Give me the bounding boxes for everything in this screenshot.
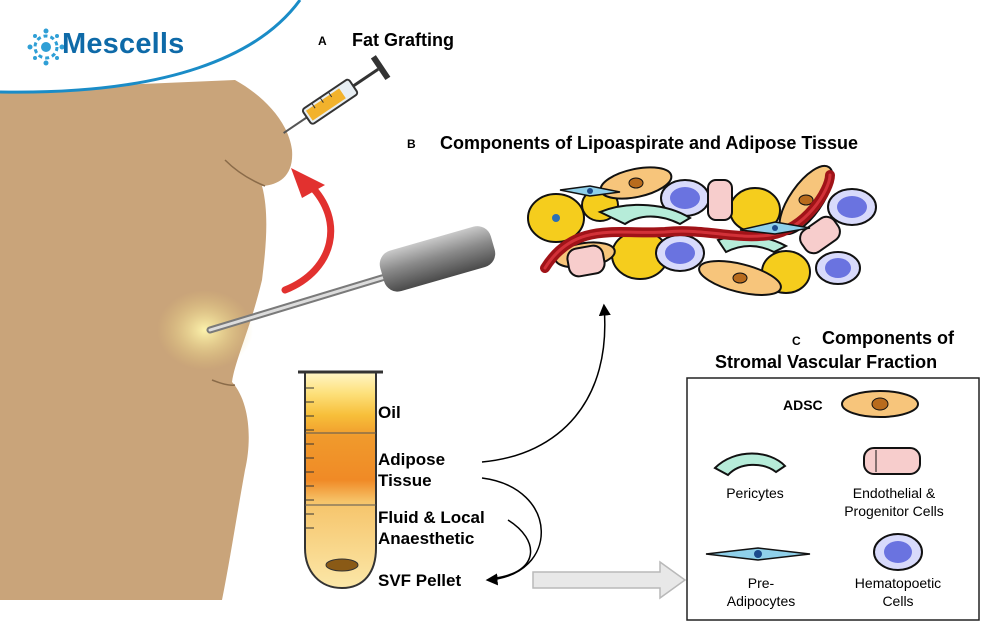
cell-cluster-logo [27,28,65,66]
pellet-to-svf-arrow [532,560,687,600]
panel-a-title: Fat Grafting [352,30,454,50]
adipose-to-pellet-arrow [481,477,542,586]
panel-c-letter: C [792,334,801,348]
panel-c-title-line1: Components of [822,328,954,348]
syringe-icon [283,55,391,134]
tube-label-fluid-1: Fluid & Local [378,508,485,527]
panel-c-title-line2: Stromal Vascular Fraction [715,352,938,372]
hip-fold-line [211,379,236,386]
tube-label-pellet: SVF Pellet [378,571,462,590]
transfer-arrowhead [291,168,325,198]
test-tube [298,370,383,590]
panel-a-letter: A [318,34,327,48]
legend-preadipocytes-label-1: Pre- [747,575,775,591]
brand-swoosh-edge [0,0,302,94]
transfer-arrow [281,181,335,294]
legend-endothelial-icon [863,447,921,475]
brand-swoosh [0,0,300,93]
legend-pericytes-label: Pericytes [726,485,784,501]
legend-pericyte-icon [713,452,787,477]
legend-hematopoetic-label-2: Cells [882,593,914,609]
tube-label-adipose-2: Tissue [378,471,432,490]
preadipocyte-cells [559,185,811,235]
legend-preadipocyte-icon [705,547,811,561]
legend-endothelial-label-2: Progenitor Cells [844,503,944,519]
fluid-to-pellet-arrow [494,519,532,579]
legend-adsc-icon [841,390,919,418]
tube-label-fluid-2: Anaesthetic [378,529,475,548]
tissue-cluster [527,164,877,296]
brand-logo: Mescells [26,28,185,61]
svf-pellet [325,558,359,572]
panel-b-title: Components of Lipoaspirate and Adipose T… [440,133,859,153]
tube-label-adipose-1: Adipose [378,450,446,469]
legend-preadipocytes-label-2: Adipocytes [726,593,796,609]
hematopoetic-cells [655,179,877,285]
cannula-handle [379,226,496,292]
brand-icon-spacer [26,30,56,60]
endothelial-cells [566,179,841,278]
belly-fold-line [224,159,266,187]
panel-b-letter: B [407,137,416,151]
brand-name: Mescells [62,28,185,60]
torso-silhouette [0,80,293,600]
tube-label-oil: Oil [378,403,401,422]
harvest-site-glow [157,290,253,370]
legend-adsc-label: ADSC [783,397,823,413]
legend-hematopoetic-icon [873,533,923,571]
svf-legend-box [686,377,980,621]
adipose-to-tissue-arrow [481,303,611,463]
legend-endothelial-label-1: Endothelial & [852,485,936,501]
legend-hematopoetic-label-1: Hematopoetic [854,575,942,591]
